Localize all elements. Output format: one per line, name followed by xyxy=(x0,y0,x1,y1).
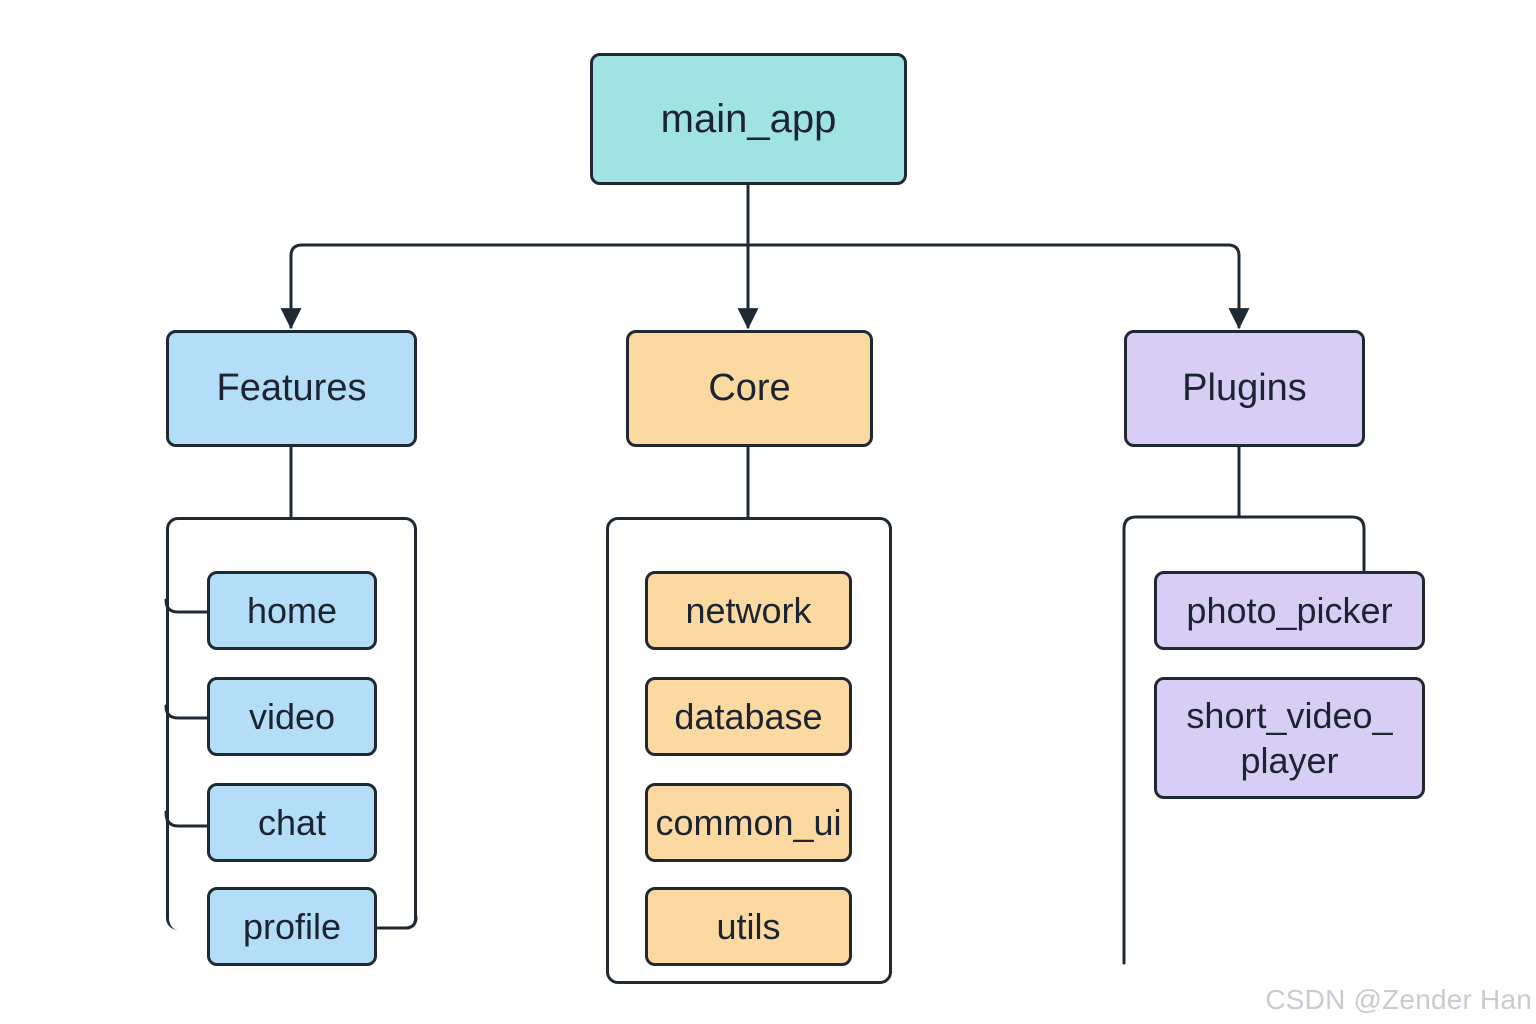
module-node-label: short_video_ player xyxy=(1186,695,1393,781)
group-node-features: Features xyxy=(166,330,417,447)
features-module-frame xyxy=(166,517,417,930)
module-node-photo-picker: photo_picker xyxy=(1154,571,1425,650)
branch-left-line xyxy=(280,243,750,330)
module-node-common-ui: common_ui xyxy=(645,783,852,862)
module-node-home: home xyxy=(207,571,377,650)
core-module-frame xyxy=(606,517,892,984)
module-node-profile: profile xyxy=(207,887,377,966)
module-node-video: video xyxy=(207,677,377,756)
module-node-label: network xyxy=(685,590,812,631)
group-node-label: Features xyxy=(216,366,367,409)
group-node-plugins: Plugins xyxy=(1124,330,1365,447)
module-node-utils: utils xyxy=(645,887,852,966)
module-node-label: utils xyxy=(716,906,781,947)
module-node-label: database xyxy=(674,696,823,737)
branch-right-line xyxy=(746,243,1250,330)
group-node-label: Plugins xyxy=(1182,366,1307,409)
module-node-short-video-player: short_video_ player xyxy=(1154,677,1425,799)
module-node-label: chat xyxy=(257,802,327,843)
module-node-database: database xyxy=(645,677,852,756)
plugins-frame-line xyxy=(1122,515,1366,965)
group-node-label: Core xyxy=(708,366,791,409)
group-node-core: Core xyxy=(626,330,873,447)
module-node-label: home xyxy=(246,590,338,631)
root-node-label: main_app xyxy=(660,97,837,141)
module-node-label: common_ui xyxy=(655,802,842,843)
module-node-label: profile xyxy=(242,906,342,947)
module-node-network: network xyxy=(645,571,852,650)
module-node-label: photo_picker xyxy=(1186,590,1393,631)
module-node-chat: chat xyxy=(207,783,377,862)
watermark-text: CSDN @Zender Han xyxy=(1265,984,1532,1015)
root-node-main-app: main_app xyxy=(590,53,907,185)
module-node-label: video xyxy=(248,696,336,737)
